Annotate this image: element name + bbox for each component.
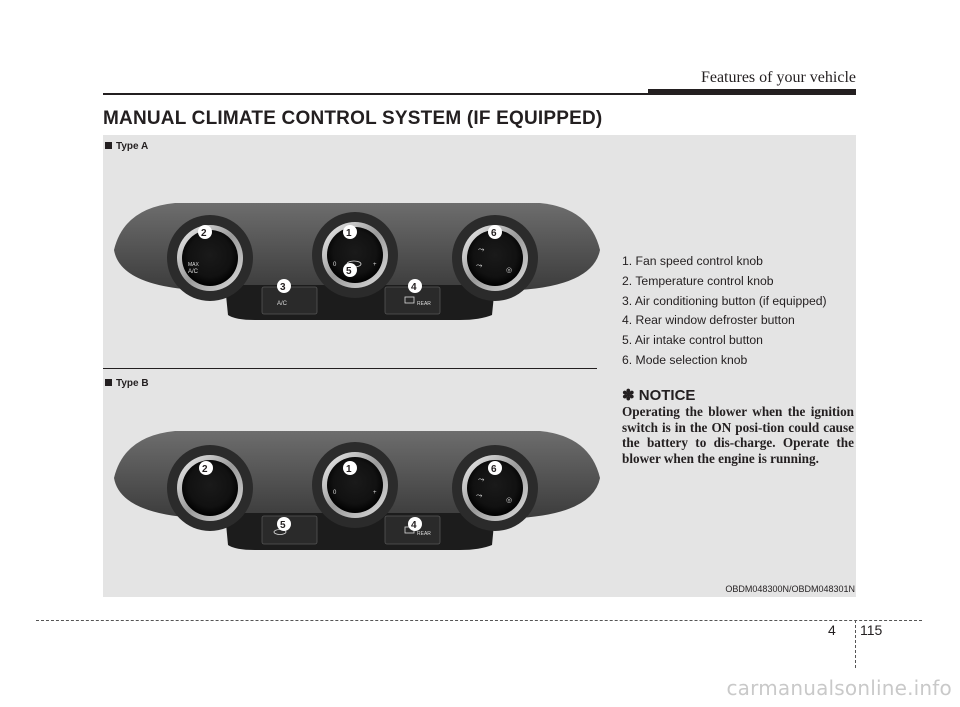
mode-face-icon-b: ⤳ (478, 475, 485, 484)
ac-button-label: A/C (277, 301, 288, 307)
mode-floor-icon-b: ⤳ (476, 491, 483, 500)
callout-6-label: 6 (491, 228, 497, 239)
section-divider (103, 368, 597, 369)
chapter-number: 4 (828, 622, 836, 638)
legend-item: 1. Fan speed control knob (622, 254, 763, 268)
legend-item: 2. Temperature control knob (622, 273, 774, 288)
rear-defrost-icon (404, 296, 415, 304)
callout-3: 3 (277, 279, 291, 293)
callout-b-2-label: 2 (202, 464, 208, 475)
bullet-square-icon (105, 379, 112, 386)
mode-defrost-icon-b: ◎ (506, 497, 512, 504)
air-intake-button[interactable] (261, 515, 318, 545)
legend-item: 5. Air intake control button (622, 333, 763, 348)
callout-4: 4 (408, 279, 422, 293)
fan-min-label-b: 0 (333, 490, 337, 496)
legend-list: 1. Fan speed control knob 2. Temperature… (622, 252, 827, 371)
temperature-knob-b[interactable] (167, 445, 253, 531)
ac-button[interactable] (261, 286, 318, 315)
page-number: 115 (860, 622, 883, 638)
mode-face-icon: ⤳ (478, 245, 485, 254)
notice-body: Operating the blower when the ignition s… (622, 404, 854, 466)
temperature-knob[interactable]: MAX A/C (167, 215, 253, 301)
mode-selection-knob[interactable]: ⤳ ⤳ ◎ (452, 215, 538, 301)
watermark: carmanualsonline.info (726, 676, 952, 700)
callout-6: 6 (488, 225, 502, 239)
callout-2-label: 2 (201, 228, 207, 239)
callout-5-label: 5 (346, 266, 352, 277)
callout-b-1-label: 1 (346, 464, 352, 475)
callout-b-6: 6 (488, 461, 502, 475)
max-label: MAX (188, 262, 200, 268)
callout-b-5-label: 5 (280, 520, 286, 531)
legend-item: 6. Mode selection knob (622, 352, 748, 367)
callout-b-1: 1 (343, 461, 357, 475)
footer-dashed-rule (36, 620, 922, 621)
header-accent-bar (648, 89, 856, 95)
callout-b-5: 5 (277, 517, 291, 531)
rear-button-label-b: REAR (417, 531, 431, 537)
type-b-label: Type B (105, 378, 149, 389)
header-rule (103, 93, 856, 95)
legend-item: 3. Air conditioning button (if equipped) (622, 293, 827, 308)
legend-item: 4. Rear window defroster button (622, 313, 795, 328)
type-b-panel: REAR 0 + ⤳ ⤳ ◎ 2 1 6 5 4 (114, 431, 600, 550)
footer-vertical-dash (855, 620, 856, 668)
type-a-label: Type A (105, 141, 148, 152)
fan-max-label-b: + (373, 490, 377, 496)
page-title: MANUAL CLIMATE CONTROL SYSTEM (IF EQUIPP… (103, 108, 603, 129)
mode-floor-icon: ⤳ (476, 261, 483, 270)
callout-1-label: 1 (346, 228, 352, 239)
type-a-text: Type A (116, 141, 149, 152)
knob-ac-label: A/C (188, 269, 199, 275)
callout-2: 2 (198, 225, 212, 239)
mode-selection-knob-b[interactable]: ⤳ ⤳ ◎ (452, 445, 538, 531)
callout-b-4: 4 (408, 517, 422, 531)
rear-button-label: REAR (417, 301, 431, 307)
callout-3-label: 3 (280, 282, 286, 293)
fan-max-label: + (373, 262, 377, 268)
fan-speed-knob-b[interactable]: 0 + (312, 442, 398, 528)
type-a-panel: A/C REAR MAX A/C 0 + ⤳ ⤳ ◎ 2 (114, 203, 600, 320)
figure-code: OBDM048300N/OBDM048301N (725, 584, 855, 594)
bullet-square-icon (105, 142, 112, 149)
fan-speed-knob[interactable]: 0 + (312, 212, 398, 298)
callout-b-2: 2 (199, 461, 213, 475)
type-b-text: Type B (116, 378, 149, 389)
callout-5: 5 (343, 263, 357, 277)
mode-defrost-icon: ◎ (506, 267, 512, 274)
callout-b-4-label: 4 (411, 520, 417, 531)
fan-min-label: 0 (333, 262, 337, 268)
callout-4-label: 4 (411, 282, 417, 293)
callout-b-6-label: 6 (491, 464, 497, 475)
callout-1: 1 (343, 225, 357, 239)
section-title: Features of your vehicle (700, 69, 856, 86)
notice-heading: ✽ NOTICE (622, 387, 696, 404)
